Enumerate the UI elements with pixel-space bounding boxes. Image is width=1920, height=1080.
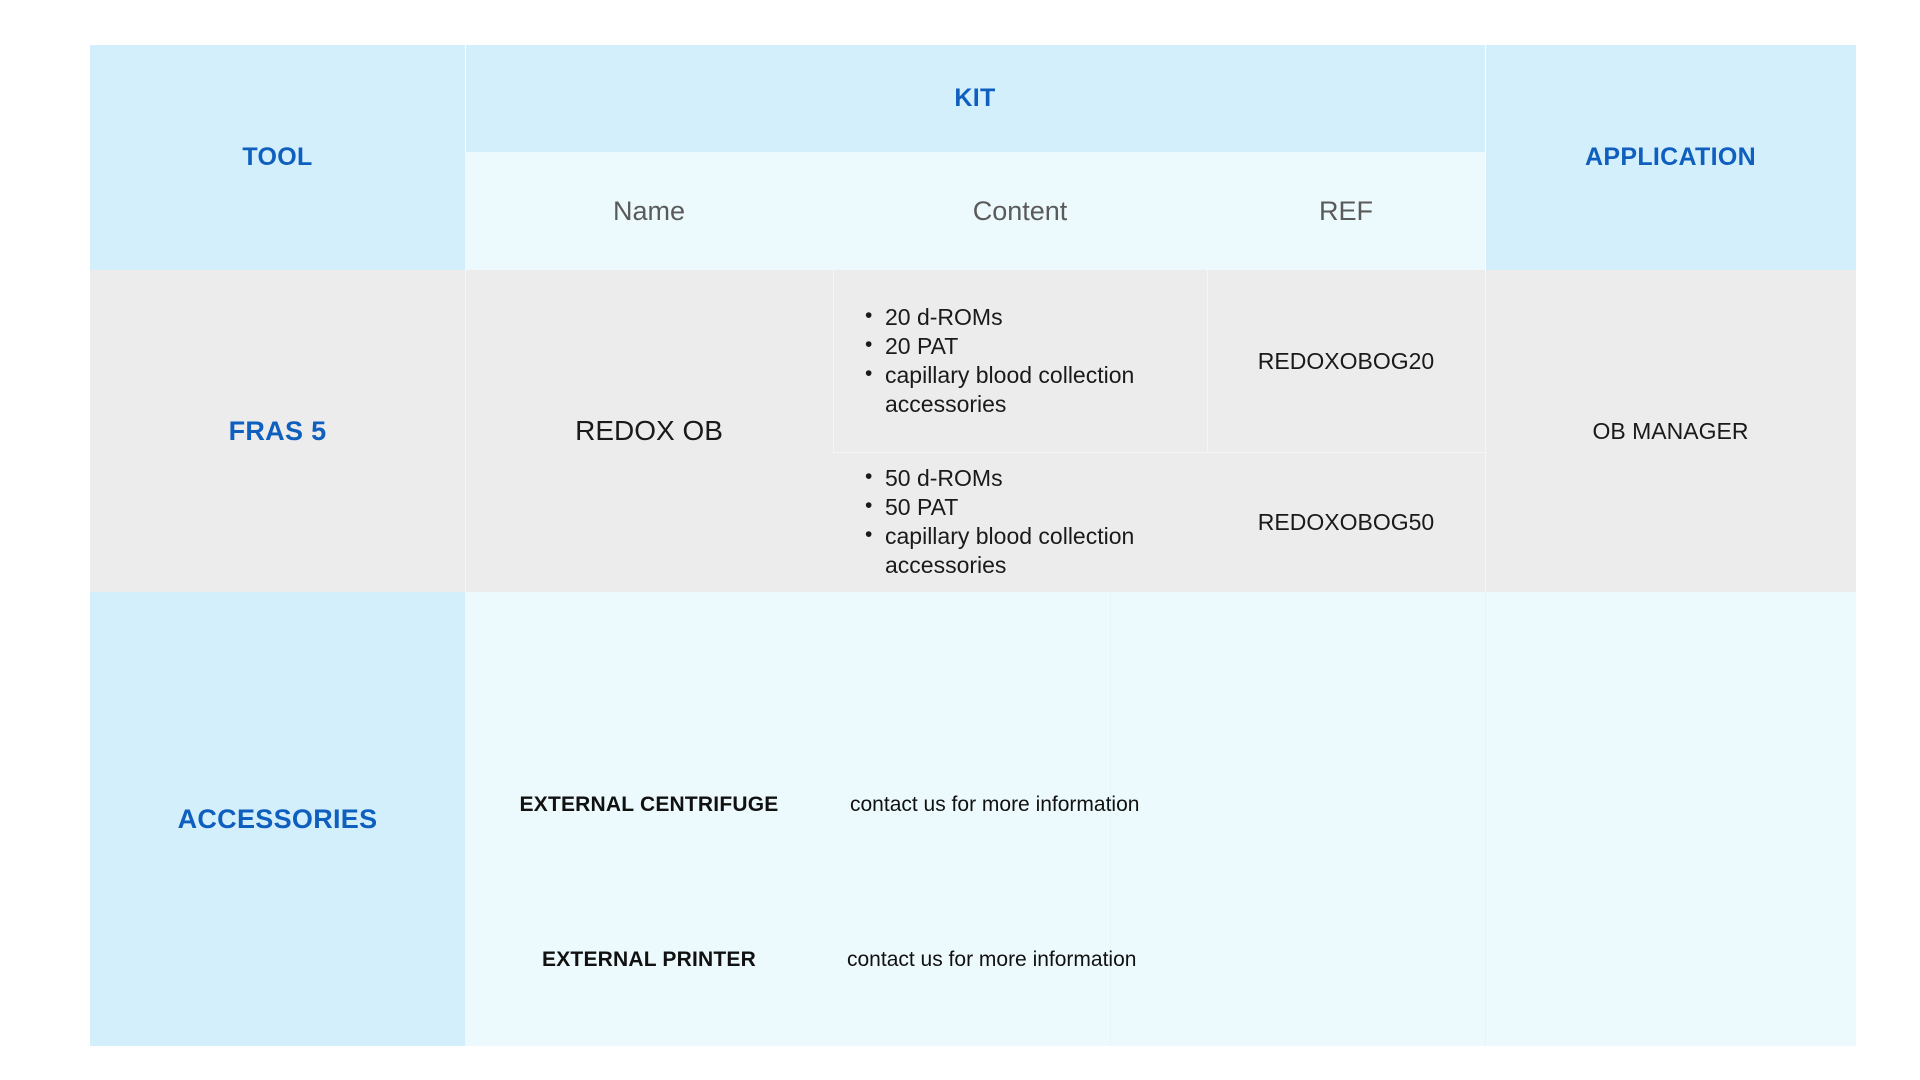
row-value-ref-variant-1: REDOXOBOG20 bbox=[1257, 347, 1435, 374]
accessory-name-external-centrifuge: EXTERNAL CENTRIFUGE bbox=[465, 785, 833, 825]
header-cell-kit-ref: REF bbox=[1207, 152, 1485, 270]
content-list-item: capillary blood collection accessories bbox=[865, 522, 1153, 580]
row-cell-ref-variant-1: REDOXOBOG20 bbox=[1207, 270, 1485, 452]
accessory-label: EXTERNAL PRINTER bbox=[542, 948, 756, 971]
accessory-name-external-printer: EXTERNAL PRINTER bbox=[465, 940, 833, 980]
row-cell-application-ob-manager: OB MANAGER bbox=[1485, 270, 1856, 592]
header-label-kit-name: Name bbox=[612, 195, 686, 226]
accessories-divider-content-ref bbox=[1110, 592, 1111, 1046]
product-specification-table: TOOL KIT Name Content REF APPLICATION FR… bbox=[90, 45, 1856, 1046]
row-cell-content-variant-2: 50 d-ROMs 50 PAT capillary blood collect… bbox=[833, 452, 1207, 592]
content-list-item: capillary blood collection accessories bbox=[865, 361, 1153, 419]
header-label-application: APPLICATION bbox=[1585, 143, 1756, 171]
accessory-note-external-centrifuge: contact us for more information bbox=[850, 785, 1280, 825]
header-cell-kit: KIT bbox=[465, 45, 1485, 152]
header-cell-kit-name: Name bbox=[465, 152, 833, 270]
row-cell-ref-variant-2: REDOXOBOG50 bbox=[1207, 452, 1485, 592]
accessory-note: contact us for more information bbox=[850, 793, 1140, 816]
content-list-item: 50 d-ROMs bbox=[865, 464, 1153, 493]
row-value-kit-name: REDOX OB bbox=[575, 415, 723, 446]
row-label-fras5: FRAS 5 bbox=[228, 415, 327, 446]
row-value-application: OB MANAGER bbox=[1592, 417, 1749, 444]
accessories-divider-ref-application bbox=[1485, 592, 1486, 1046]
content-list-variant-1: 20 d-ROMs 20 PAT capillary blood collect… bbox=[833, 303, 1207, 419]
row-cell-accessories-label: ACCESSORIES bbox=[90, 592, 465, 1046]
header-cell-tool: TOOL bbox=[90, 45, 465, 270]
header-label-kit-ref: REF bbox=[1319, 195, 1373, 226]
content-list-item: 50 PAT bbox=[865, 493, 1153, 522]
header-label-kit: KIT bbox=[954, 84, 996, 112]
accessory-label: EXTERNAL CENTRIFUGE bbox=[519, 793, 779, 816]
content-list-item: 20 PAT bbox=[865, 332, 1153, 361]
accessory-note: contact us for more information bbox=[847, 948, 1137, 971]
header-cell-application: APPLICATION bbox=[1485, 45, 1856, 270]
row-label-accessories: ACCESSORIES bbox=[177, 803, 378, 834]
row-cell-kit-name-redox-ob: REDOX OB bbox=[465, 270, 833, 592]
content-list-item: 20 d-ROMs bbox=[865, 303, 1153, 332]
header-label-kit-content: Content bbox=[972, 195, 1068, 226]
header-label-tool: TOOL bbox=[242, 143, 313, 171]
row-value-ref-variant-2: REDOXOBOG50 bbox=[1257, 508, 1435, 535]
accessories-panel bbox=[465, 592, 1856, 1046]
accessory-note-external-printer: contact us for more information bbox=[847, 940, 1277, 980]
row-cell-content-variant-1: 20 d-ROMs 20 PAT capillary blood collect… bbox=[833, 270, 1207, 452]
content-list-variant-2: 50 d-ROMs 50 PAT capillary blood collect… bbox=[833, 464, 1207, 580]
row-cell-tool-fras5: FRAS 5 bbox=[90, 270, 465, 592]
header-cell-kit-content: Content bbox=[833, 152, 1207, 270]
